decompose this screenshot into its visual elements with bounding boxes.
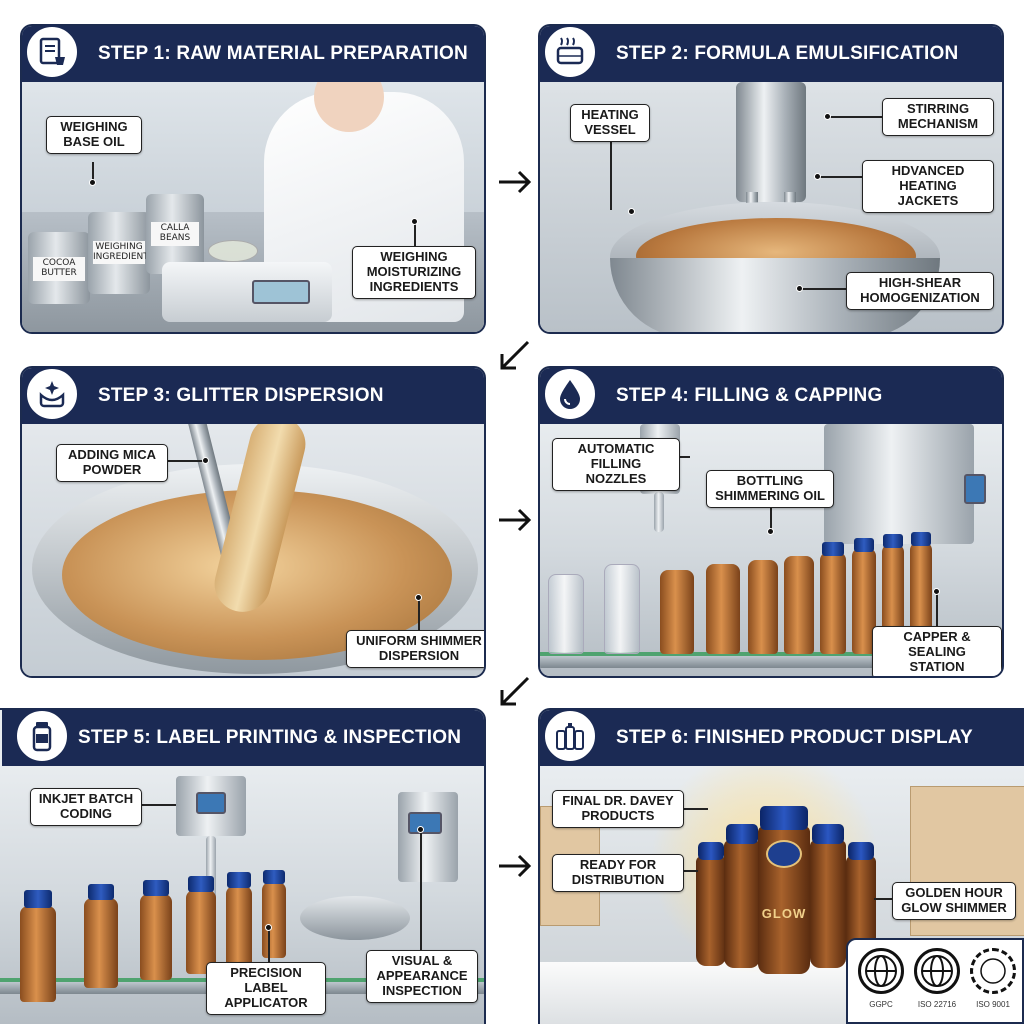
callout-precision-label-applicator: PRECISION LABEL APPLICATOR	[206, 962, 326, 1015]
step-3-title: STEP 3: GLITTER DISPERSION	[98, 385, 384, 406]
callout-capper-sealing-station: CAPPER & SEALING STATION	[872, 626, 1002, 676]
step-5-title: STEP 5: LABEL PRINTING & INSPECTION	[78, 727, 462, 748]
empty-bottle	[548, 574, 584, 654]
callout-ready-for-distribution: READY FOR DISTRIBUTION	[552, 854, 684, 892]
globe-badge-icon	[858, 948, 904, 994]
step-1-panel: COCOA BUTTER WEIGHING INGREDIENTS CALLA …	[20, 24, 486, 334]
callout-inkjet-batch-coding: INKJET BATCH CODING	[30, 788, 142, 826]
digital-scale	[162, 262, 332, 322]
tin-label-cocoa: COCOA BUTTER	[32, 257, 86, 281]
callout-final-products: FINAL DR. DAVEY PRODUCTS	[552, 790, 684, 828]
product-glow-text: GLOW	[761, 906, 807, 921]
cert-label-iso-9001: ISO 9001	[976, 1000, 1010, 1009]
arrow-right-icon	[499, 854, 532, 878]
step-2-title: STEP 2: FORMULA EMULSIFICATION	[616, 43, 959, 64]
labeled-bottle	[226, 886, 252, 966]
label-applicator-drum	[300, 896, 410, 940]
capped-bottle	[820, 552, 846, 654]
product-bottle	[810, 840, 846, 968]
cocoa-butter-tin: COCOA BUTTER	[28, 232, 90, 304]
iso-seal-icon	[970, 948, 1016, 994]
filled-bottle	[784, 556, 814, 654]
bottles-group-icon	[542, 708, 598, 764]
callout-heating-vessel: HEATING VESSEL	[570, 104, 650, 142]
filled-bottle	[748, 560, 778, 654]
filled-bottle	[660, 570, 694, 654]
callout-stirring-mechanism: STIRRING MECHANISM	[882, 98, 994, 136]
step-2-panel: STEP 2: FORMULA EMULSIFICATION HEATING V…	[538, 24, 1004, 334]
callout-uniform-shimmer-dispersion: UNIFORM SHIMMER DISPERSION	[346, 630, 484, 668]
step-2-header: STEP 2: FORMULA EMULSIFICATION	[540, 26, 1002, 82]
empty-bottle	[604, 564, 640, 654]
step-3-header: STEP 3: GLITTER DISPERSION	[22, 368, 484, 424]
inspection-station	[398, 792, 458, 882]
certification-badges: GGPC ISO 22716 ISO 9001	[846, 938, 1024, 1024]
callout-high-shear-homogenization: HIGH-SHEAR HOMOGENIZATION	[846, 272, 994, 310]
callout-visual-appearance-inspection: VISUAL & APPEARANCE INSPECTION	[366, 950, 478, 1003]
callout-advanced-heating-jackets: HDVANCED HEATING JACKETS	[862, 160, 994, 213]
filled-bottle	[706, 564, 740, 654]
callout-weighing-moisturizing: WEIGHING MOISTURIZING INGREDIENTS	[352, 246, 476, 299]
tin-label-weighing: WEIGHING INGREDIENTS	[92, 240, 154, 265]
ingredients-tin: WEIGHING INGREDIENTS	[88, 212, 154, 294]
labeled-bottle	[186, 890, 216, 974]
globe-badge-icon	[914, 948, 960, 994]
product-bottle	[696, 856, 726, 966]
arrow-right-icon	[499, 170, 532, 194]
tin-label-calla: CALLA BEANS	[150, 222, 200, 246]
calla-beans-tin: CALLA BEANS	[146, 194, 204, 274]
heating-vessel-icon	[542, 24, 598, 80]
step-5-scene	[0, 766, 484, 1024]
step-1-title: STEP 1: RAW MATERIAL PREPARATION	[98, 43, 468, 64]
step-5-header: STEP 5: LABEL PRINTING & INSPECTION	[2, 710, 484, 766]
clipboard-flask-icon	[24, 24, 80, 80]
labeled-bottle-icon	[14, 708, 70, 764]
filling-machine	[824, 424, 974, 544]
product-bottle	[724, 840, 760, 968]
step-3-panel: STEP 3: GLITTER DISPERSION ADDING MICA P…	[20, 366, 486, 678]
sparkle-vessel-icon	[24, 366, 80, 422]
product-bottle-center: GLOW	[758, 826, 810, 974]
labeled-bottle	[140, 894, 172, 980]
cert-label-iso-22716: ISO 22716	[917, 1000, 957, 1009]
step-6-header: STEP 6: FINISHED PRODUCT DISPLAY	[540, 710, 1024, 766]
step-4-header: STEP 4: FILLING & CAPPING	[540, 368, 1002, 424]
callout-bottling-shimmering-oil: BOTTLING SHIMMERING OIL	[706, 470, 834, 508]
labeled-bottle	[20, 906, 56, 1002]
callout-golden-hour-glow: GOLDEN HOUR GLOW SHIMMER	[892, 882, 1016, 920]
labeled-bottle	[84, 898, 118, 988]
step-4-panel: STEP 4: FILLING & CAPPING AUTOMATIC FILL…	[538, 366, 1004, 678]
arrow-down-left-icon	[500, 340, 530, 370]
arrow-down-left-icon	[500, 676, 530, 706]
droplet-icon	[542, 366, 598, 422]
arrow-right-icon	[499, 508, 532, 532]
step-6-panel: GLOW STEP 6: FINISHED PRODUCT DISPLAY FI…	[538, 708, 1024, 1024]
step-1-header: STEP 1: RAW MATERIAL PREPARATION	[22, 26, 484, 82]
step-4-title: STEP 4: FILLING & CAPPING	[616, 385, 883, 406]
step-5-panel: STEP 5: LABEL PRINTING & INSPECTION INKJ…	[0, 708, 486, 1024]
callout-weighing-base-oil: WEIGHING BASE OIL	[46, 116, 142, 154]
step-6-title: STEP 6: FINISHED PRODUCT DISPLAY	[616, 727, 973, 748]
cert-label-ggpc: GGPC	[869, 1000, 893, 1009]
callout-adding-mica-powder: ADDING MICA POWDER	[56, 444, 168, 482]
labeled-bottle	[262, 882, 286, 958]
callout-automatic-filling-nozzles: AUTOMATIC FILLING NOZZLES	[552, 438, 680, 491]
